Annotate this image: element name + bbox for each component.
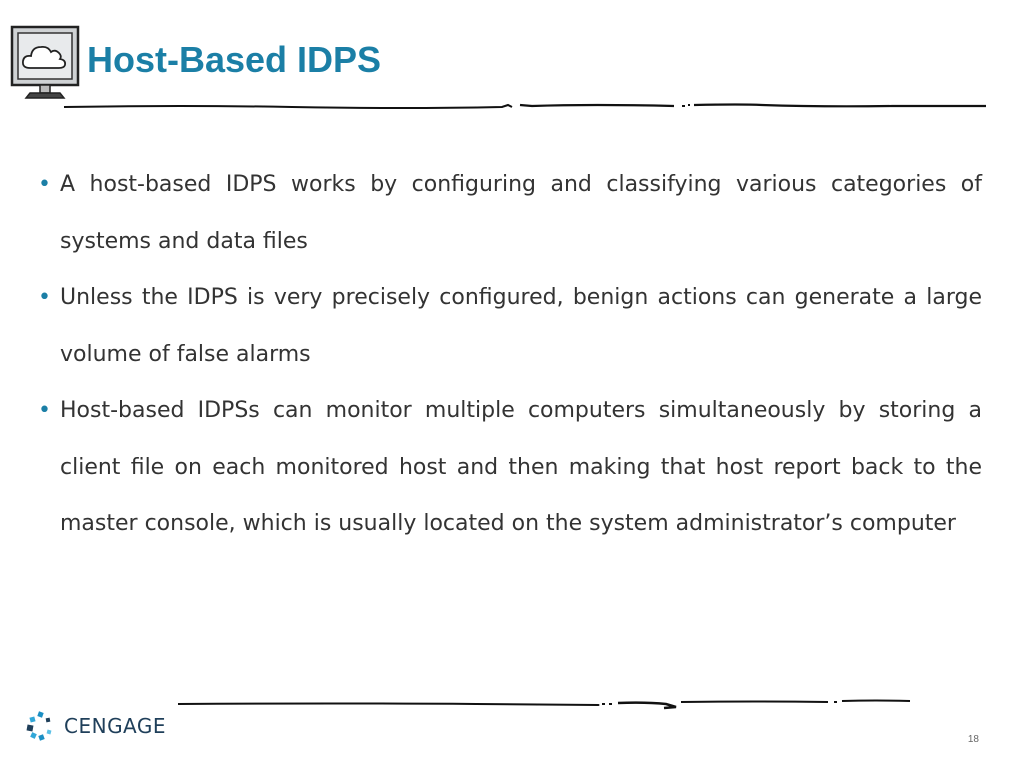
bullet-list: • A host-based IDPS works by configuring… bbox=[38, 157, 982, 553]
bottom-divider bbox=[177, 699, 911, 710]
bullet-item: • Host-based IDPSs can monitor multiple … bbox=[38, 383, 982, 553]
cengage-logo: CENGAGE bbox=[26, 710, 176, 742]
bullet-item: • Unless the IDPS is very precisely conf… bbox=[38, 270, 982, 383]
cloud-monitor-icon bbox=[10, 25, 80, 99]
bullet-marker: • bbox=[38, 285, 51, 310]
slide-title: Host-Based IDPS bbox=[87, 39, 382, 80]
bullet-text: Unless the IDPS is very precisely config… bbox=[60, 285, 982, 367]
bullet-item: • A host-based IDPS works by configuring… bbox=[38, 157, 982, 270]
bullet-marker: • bbox=[38, 172, 51, 197]
cengage-logo-icon bbox=[26, 711, 52, 741]
bullet-marker: • bbox=[38, 398, 51, 423]
page-number: 18 bbox=[967, 734, 979, 745]
bullet-text: A host-based IDPS works by configuring a… bbox=[60, 172, 982, 254]
cengage-logo-text: CENGAGE bbox=[64, 714, 167, 738]
bullet-text: Host-based IDPSs can monitor multiple co… bbox=[60, 398, 982, 536]
top-divider bbox=[63, 103, 986, 109]
